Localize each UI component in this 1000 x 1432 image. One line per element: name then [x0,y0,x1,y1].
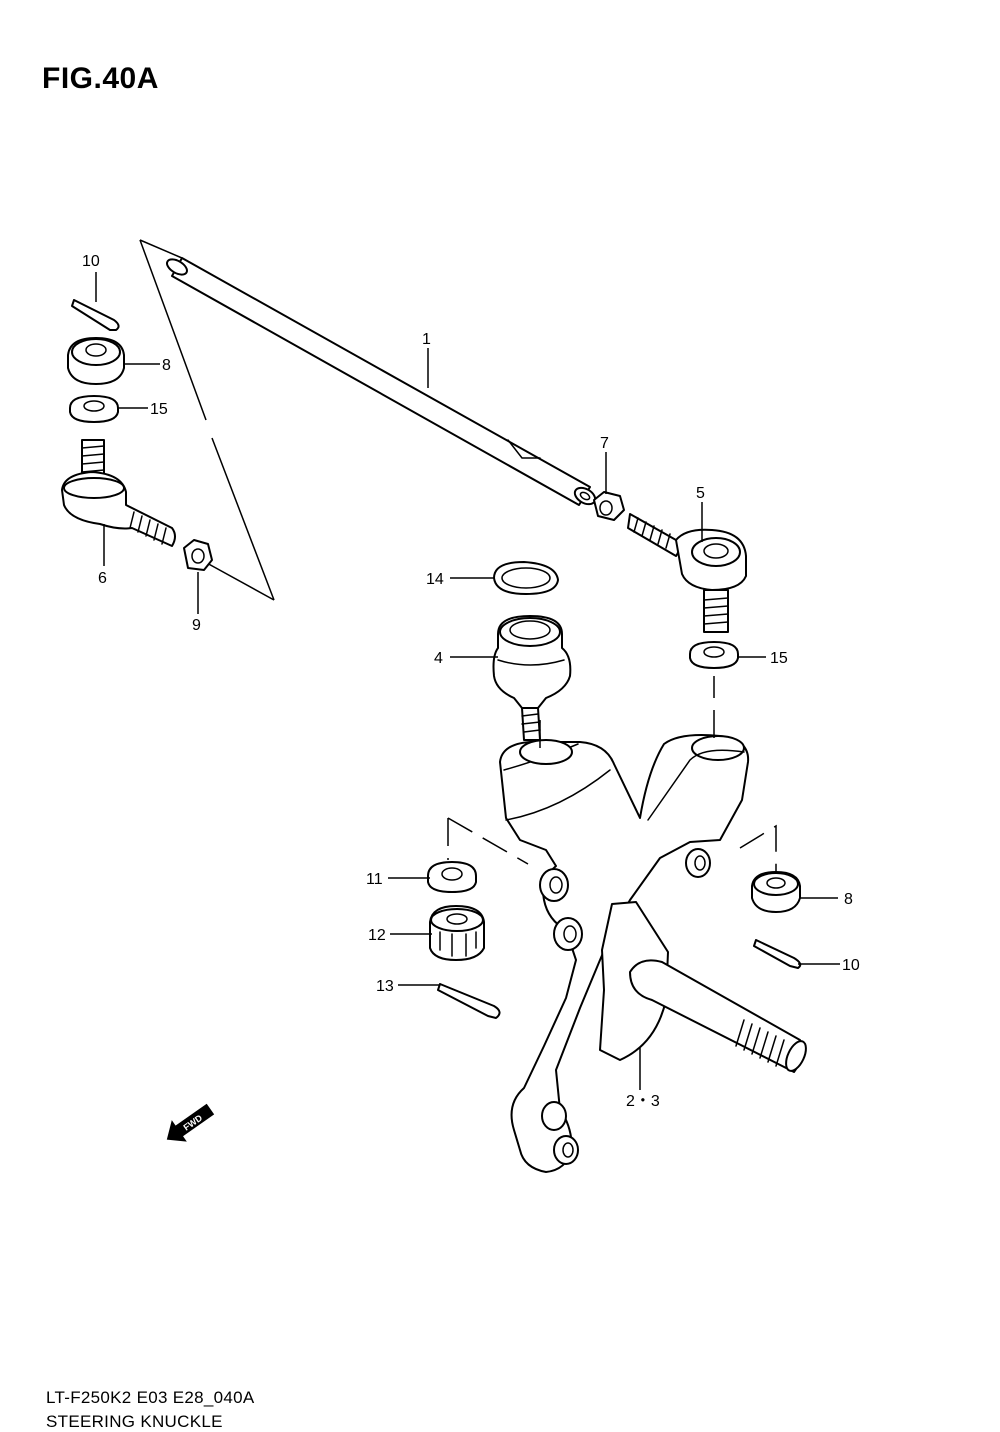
callout-14: 14 [426,571,444,588]
callout-13: 13 [376,978,394,995]
nut-part-8-left[interactable] [67,337,125,385]
assembly-line-top [139,239,183,259]
callout-7: 7 [600,435,609,452]
washer-part-11[interactable] [427,861,477,893]
castle-nut-part-12[interactable] [429,905,485,961]
callout-8-right: 8 [844,891,853,908]
centerline-nut-8 [739,824,777,872]
section-name: STEERING KNUCKLE [46,1412,223,1431]
assembly-line-left-upper [139,239,207,421]
fwd-arrow-icon: FWD [166,1103,215,1142]
ball-joint-part-4[interactable] [492,615,572,741]
callout-5: 5 [696,485,705,502]
callout-9: 9 [192,617,201,634]
callout-4: 4 [434,650,443,667]
tie-rod-part-1[interactable] [164,256,598,507]
callout-15-left: 15 [150,401,168,418]
callout-11: 11 [366,871,383,888]
nut-part-7[interactable] [593,491,625,521]
cotter-pin-part-13[interactable] [437,983,501,1019]
steering-knuckle-part-2-3[interactable] [499,734,810,1173]
centerline-nut-11 [447,817,529,865]
circlip-part-14[interactable] [493,561,559,595]
tie-rod-end-part-6[interactable] [61,439,176,547]
nut-part-9[interactable] [183,539,213,571]
callout-6: 6 [98,570,107,587]
washer-part-15-left[interactable] [69,395,119,423]
callout-15-right: 15 [770,650,788,667]
assembly-line-left-lower [211,437,275,601]
figure-title: FIG.40A [42,62,159,95]
nut-part-8-right[interactable] [751,871,801,913]
leader-lines [95,272,840,1090]
cotter-pin-part-10-right[interactable] [753,939,802,969]
callout-8-left: 8 [162,357,171,374]
callout-2-3: 2・3 [626,1093,660,1110]
callout-12: 12 [368,927,386,944]
assembly-line-bottom [204,561,275,601]
model-code: LT-F250K2 E03 E28_040A [46,1388,255,1407]
callout-10-right: 10 [842,957,860,974]
cotter-pin-part-10-left[interactable] [71,299,120,331]
washer-part-15-right[interactable] [689,641,739,669]
callout-1: 1 [422,331,431,348]
callout-10-left: 10 [82,253,100,270]
tie-rod-end-part-5[interactable] [627,513,747,633]
